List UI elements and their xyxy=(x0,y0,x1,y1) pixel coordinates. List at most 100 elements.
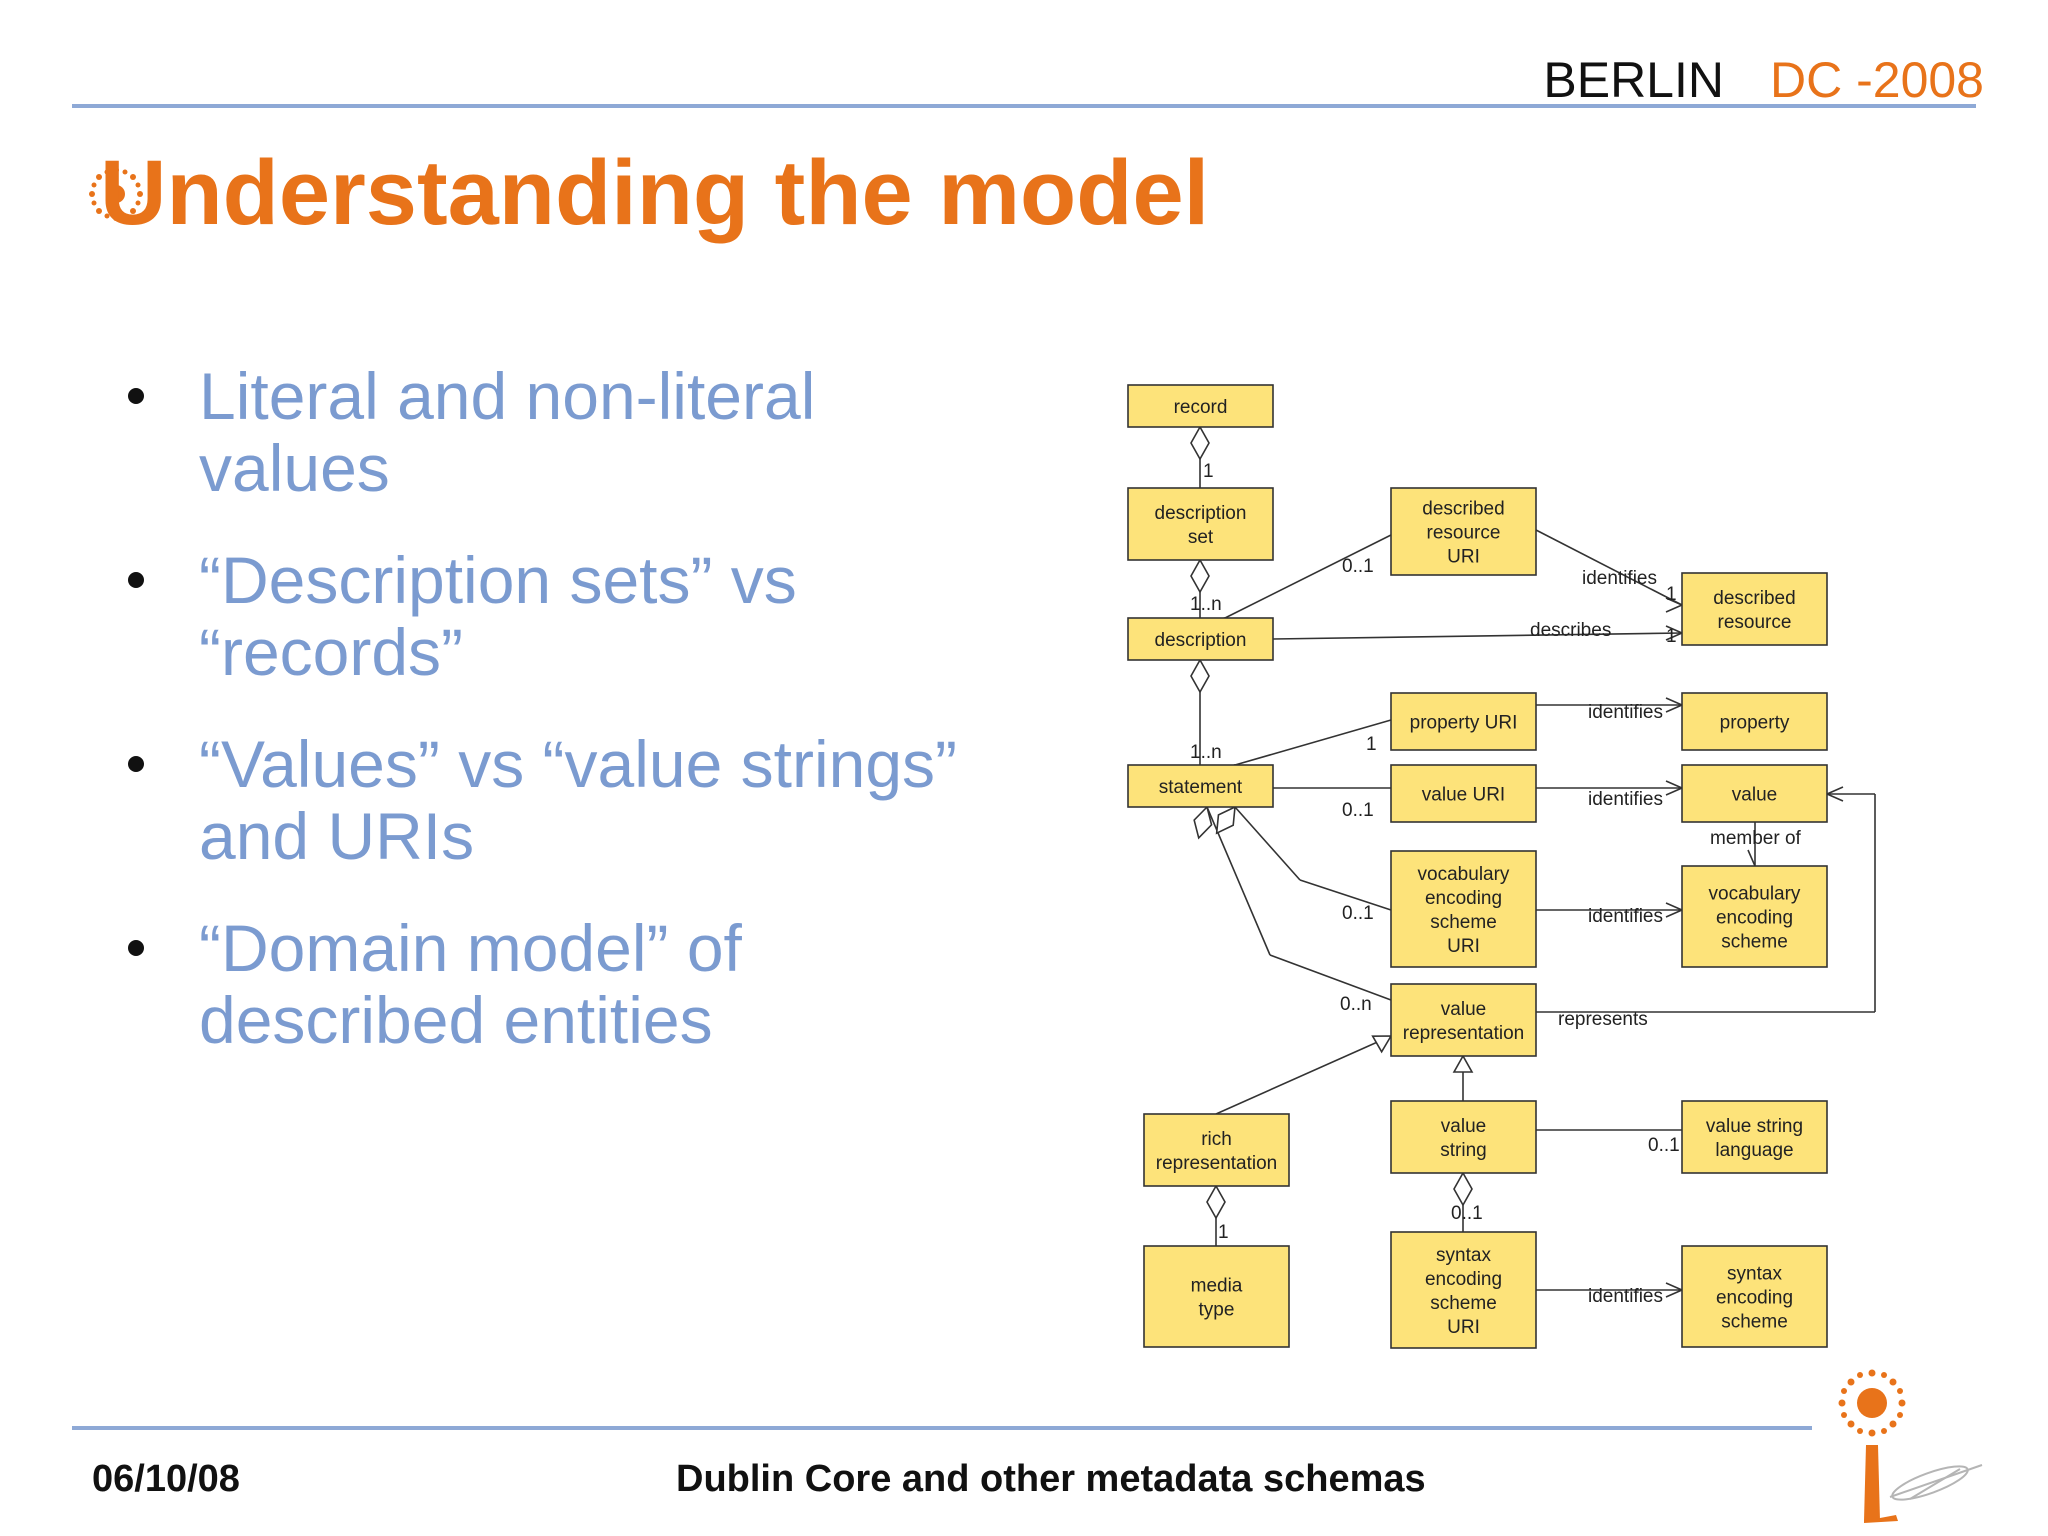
relation-label: member of xyxy=(1710,828,1802,849)
connector-line xyxy=(1234,719,1392,766)
box-label: set xyxy=(1188,527,1214,548)
box-label: record xyxy=(1174,397,1228,418)
connector-line xyxy=(1272,632,1683,640)
connector-line xyxy=(1269,954,1392,1001)
connector-line xyxy=(1234,806,1301,881)
box-label: description xyxy=(1155,503,1247,524)
box-label: representation xyxy=(1156,1153,1277,1174)
box-value-uri: value URI xyxy=(1390,764,1537,823)
box-described-resource: described resource xyxy=(1681,572,1828,646)
bullet-item: “Domain model” of described entities xyxy=(124,912,1024,1056)
box-label: description xyxy=(1155,630,1247,651)
relation-label: 1 xyxy=(1203,461,1214,482)
box-label: value string xyxy=(1706,1116,1803,1137)
relation-label: 1 xyxy=(1366,734,1377,755)
relation-label: 0..1 xyxy=(1342,556,1374,577)
box-label: encoding xyxy=(1425,1269,1502,1290)
header-rule xyxy=(72,104,1976,108)
relation-label: 1..n xyxy=(1190,594,1222,615)
box-label: URI xyxy=(1447,936,1480,957)
relation-label: identifies xyxy=(1588,906,1663,927)
relation-label: 1 xyxy=(1666,626,1677,647)
connector-line xyxy=(1215,1035,1392,1115)
relation-label: 0..1 xyxy=(1342,903,1374,924)
footer-date: 06/10/08 xyxy=(92,1458,240,1500)
box-label: encoding xyxy=(1425,888,1502,909)
sun-logo-icon xyxy=(89,167,143,221)
box-rich-representation: rich representation xyxy=(1143,1113,1290,1187)
relation-label: identifies xyxy=(1588,702,1663,723)
connector-line xyxy=(1299,879,1392,911)
uml-model-diagram: recorddescriptionsetdescribedresourceURI… xyxy=(1127,384,1876,1349)
box-label: URI xyxy=(1447,547,1480,568)
box-label: syntax xyxy=(1436,1245,1491,1266)
conference-logo-icon xyxy=(1838,1369,1983,1523)
connector-line xyxy=(1224,534,1392,619)
box-label: encoding xyxy=(1716,908,1793,929)
bullet-line: “Domain model” of xyxy=(199,911,742,985)
bullet-list: Literal and non-literal values “Descript… xyxy=(124,360,1024,1096)
box-label: property URI xyxy=(1410,713,1518,734)
bullet-line: “Description sets” vs xyxy=(199,543,797,617)
box-value-representation: value representation xyxy=(1390,983,1537,1057)
box-statement: statement xyxy=(1127,764,1274,808)
relation-label: 0..n xyxy=(1340,994,1372,1015)
aggregation-diamond xyxy=(1206,1184,1226,1220)
relation-label: 1 xyxy=(1666,584,1677,605)
bullet-line: Literal and non-literal xyxy=(199,359,816,433)
box-property: property xyxy=(1681,692,1828,751)
box-label: representation xyxy=(1403,1023,1524,1044)
relation-label: 1 xyxy=(1218,1222,1229,1243)
aggregation-diamond xyxy=(1453,1171,1473,1207)
box-ses: syntax encoding scheme xyxy=(1681,1245,1828,1348)
box-label: value xyxy=(1441,999,1486,1020)
box-label: statement xyxy=(1159,777,1243,798)
box-label: rich xyxy=(1201,1129,1232,1150)
box-label: value xyxy=(1732,785,1777,806)
box-label: encoding xyxy=(1716,1288,1793,1309)
box-label: language xyxy=(1715,1140,1793,1161)
box-description: description xyxy=(1127,617,1274,661)
box-label: vocabulary xyxy=(1418,864,1510,885)
relation-label: 0..1 xyxy=(1451,1203,1483,1224)
box-label: media xyxy=(1191,1276,1243,1297)
box-description-set: description set xyxy=(1127,487,1274,561)
box-label: resource xyxy=(1718,612,1792,633)
box-label: resource xyxy=(1427,523,1501,544)
box-label: property xyxy=(1720,713,1790,734)
relation-label: describes xyxy=(1530,620,1611,641)
aggregation-diamond xyxy=(1215,805,1236,835)
header-city: BERLIN xyxy=(1543,52,1724,108)
bullet-line: “records” xyxy=(199,615,464,689)
bullet-line: and URIs xyxy=(199,799,475,873)
box-label: described xyxy=(1713,588,1795,609)
aggregation-diamond xyxy=(1193,805,1213,840)
relation-label: identifies xyxy=(1588,789,1663,810)
box-label: vocabulary xyxy=(1709,884,1801,905)
box-label: type xyxy=(1199,1300,1235,1321)
relation-label: identifies xyxy=(1582,568,1657,589)
box-label: scheme xyxy=(1721,1312,1788,1333)
relation-label: represents xyxy=(1558,1009,1648,1030)
aggregation-diamond xyxy=(1190,658,1210,694)
box-label: URI xyxy=(1447,1317,1480,1338)
relation-label: 1..n xyxy=(1190,742,1222,763)
box-label: described xyxy=(1422,499,1504,520)
box-label: scheme xyxy=(1430,912,1497,933)
generalization-triangle xyxy=(1452,1054,1474,1073)
relation-label: 0..1 xyxy=(1648,1135,1680,1156)
bullet-line: “Values” vs “value strings” xyxy=(199,727,958,801)
connector-line xyxy=(1535,529,1683,606)
bullet-item: “Values” vs “value strings” and URIs xyxy=(124,728,1024,872)
footer-title: Dublin Core and other metadata schemas xyxy=(676,1458,1426,1500)
box-value: value xyxy=(1681,764,1828,823)
box-label: value URI xyxy=(1422,785,1505,806)
box-record: record xyxy=(1127,384,1274,428)
aggregation-diamond xyxy=(1190,425,1210,461)
box-label: syntax xyxy=(1727,1264,1782,1285)
